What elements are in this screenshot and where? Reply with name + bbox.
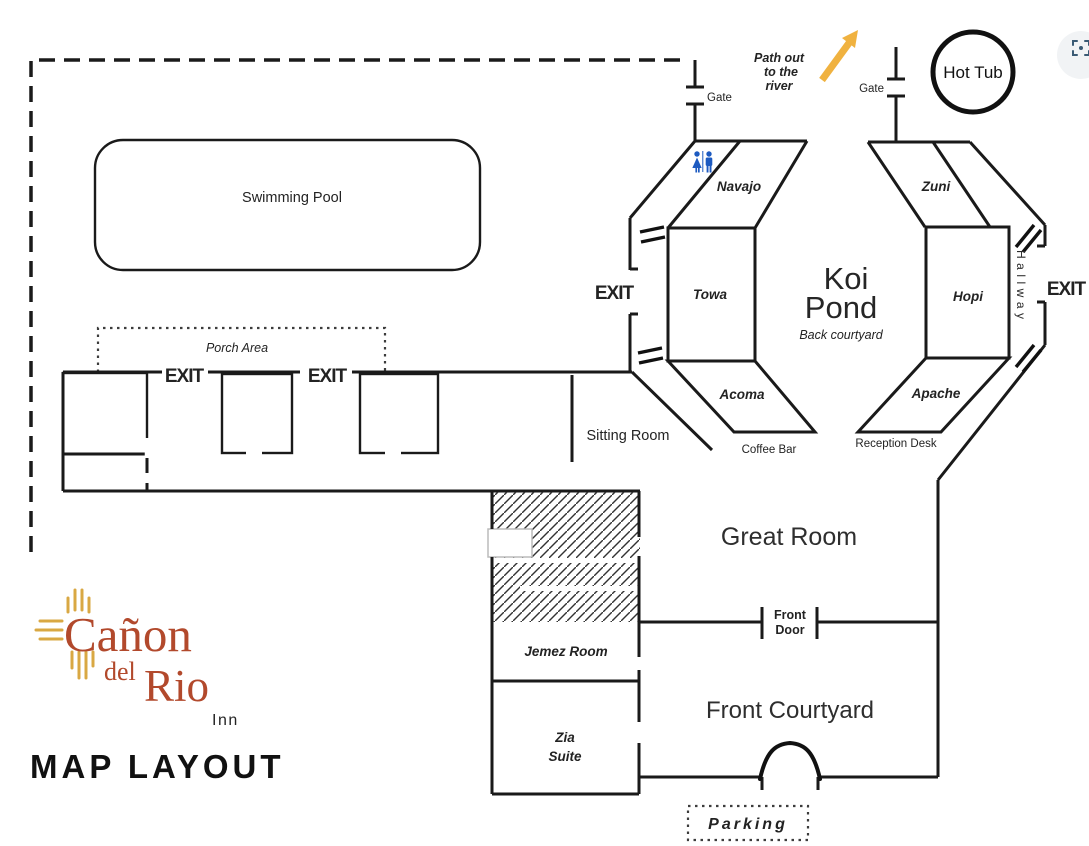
door-marks-right <box>1014 223 1043 374</box>
swimming-pool-shape <box>93 138 482 272</box>
jemez-room-label: Jemez Room <box>524 644 607 659</box>
porch-area-label: Porch Area <box>206 341 268 355</box>
porch-dotted-outline <box>96 326 387 372</box>
exit-label-back-left: EXIT <box>595 283 635 304</box>
front-door-label: Front <box>774 608 807 622</box>
property-fence-dashed <box>29 58 688 552</box>
right-cluster-walls <box>866 140 1047 777</box>
hatch-separator <box>493 558 639 563</box>
exit-label-porch-1: EXIT <box>165 366 205 387</box>
screen-capture-button[interactable] <box>1057 31 1089 79</box>
path-to-river-label: river <box>765 79 793 93</box>
reception-desk-label: Reception Desk <box>855 438 936 450</box>
left-cluster-walls <box>628 139 809 452</box>
page-title: MAP LAYOUT <box>30 748 285 785</box>
gate-left-symbol <box>686 60 704 141</box>
room-apache <box>854 356 1013 434</box>
gate-left: Gate <box>686 60 732 141</box>
hallway-label: Hallway <box>1014 250 1028 324</box>
river-arrow-icon <box>842 30 858 48</box>
path-to-river-label: Path out <box>754 51 805 65</box>
koi-pond-label: Pond <box>805 290 877 325</box>
gate-right: Gate <box>859 47 905 143</box>
parking-label: Parking <box>708 816 788 833</box>
logo-rio: Rio <box>144 661 209 711</box>
koi-pond-label: Koi <box>824 261 869 296</box>
swimming-pool-label: Swimming Pool <box>242 190 342 206</box>
swimming-pool: Swimming Pool <box>93 138 482 272</box>
koi-pond: Koi Pond Back courtyard <box>799 261 883 342</box>
exit-label-back-right: EXIT <box>1047 279 1087 300</box>
room-acoma <box>664 359 819 434</box>
hatched-room-2 <box>220 372 294 455</box>
zia-sun-icon <box>34 588 95 680</box>
room-zuni-label: Zuni <box>921 179 951 194</box>
room-towa-label: Towa <box>693 287 727 302</box>
zia-suite-label: Zia <box>554 730 575 745</box>
front-door-label: Door <box>775 623 804 637</box>
main-building-walls <box>490 491 641 796</box>
door-gaps <box>144 438 401 457</box>
capture-dot-icon <box>1079 46 1083 50</box>
courtyard-gate-arch <box>758 740 822 781</box>
room-acoma-label: Acoma <box>718 387 765 402</box>
left-room-cluster: Navajo Towa Acoma <box>628 139 819 452</box>
capture-frame-icon <box>1072 40 1089 56</box>
gate-right-symbol <box>887 47 905 143</box>
west-wing-walls <box>61 370 640 493</box>
logo-del: del <box>104 657 136 686</box>
hot-tub-label: Hot Tub <box>943 63 1003 82</box>
front-walls <box>639 607 938 790</box>
hatched-room-1 <box>61 371 149 456</box>
path-to-river: Path out to the river <box>754 30 858 93</box>
door-marks-left <box>637 225 666 365</box>
hatch-separator <box>520 586 639 591</box>
hot-tub: Hot Tub <box>930 29 1016 115</box>
main-building: Jemez Room Zia Suite Great Room <box>487 491 857 796</box>
sitting-room-label: Sitting Room <box>586 428 669 444</box>
front-courtyard-label: Front Courtyard <box>706 697 874 724</box>
hatched-room-3 <box>358 372 440 455</box>
front-courtyard: Front Door Front Courtyard <box>639 607 938 790</box>
room-hopi-label: Hopi <box>953 289 983 304</box>
back-courtyard-label: Back courtyard <box>799 328 883 342</box>
zia-suite-label: Suite <box>548 749 581 764</box>
river-arrow-shaft <box>819 40 852 83</box>
gate-right-label: Gate <box>859 83 884 95</box>
gate-left-label: Gate <box>707 92 732 104</box>
room-navajo-label: Navajo <box>717 179 761 194</box>
exit-label-porch-2: EXIT <box>308 366 348 387</box>
jemez-door-notch <box>487 528 533 558</box>
logo-inn: Inn <box>212 712 239 729</box>
hot-tub-shape <box>930 29 1016 115</box>
logo-canon: Cañon <box>64 607 192 662</box>
coffee-bar-label: Coffee Bar <box>742 444 797 456</box>
west-wing: Porch Area Sitting Room <box>61 326 670 493</box>
right-room-cluster: Zuni Hopi Apache Hallway <box>854 140 1047 777</box>
logo: Cañon del Rio Inn MAP LAYOUT <box>30 588 285 785</box>
room-apache-label: Apache <box>911 386 961 401</box>
path-to-river-label: to the <box>764 65 798 79</box>
great-room-label: Great Room <box>721 523 857 551</box>
parking: Parking <box>686 804 810 842</box>
restroom-icon <box>692 151 713 173</box>
